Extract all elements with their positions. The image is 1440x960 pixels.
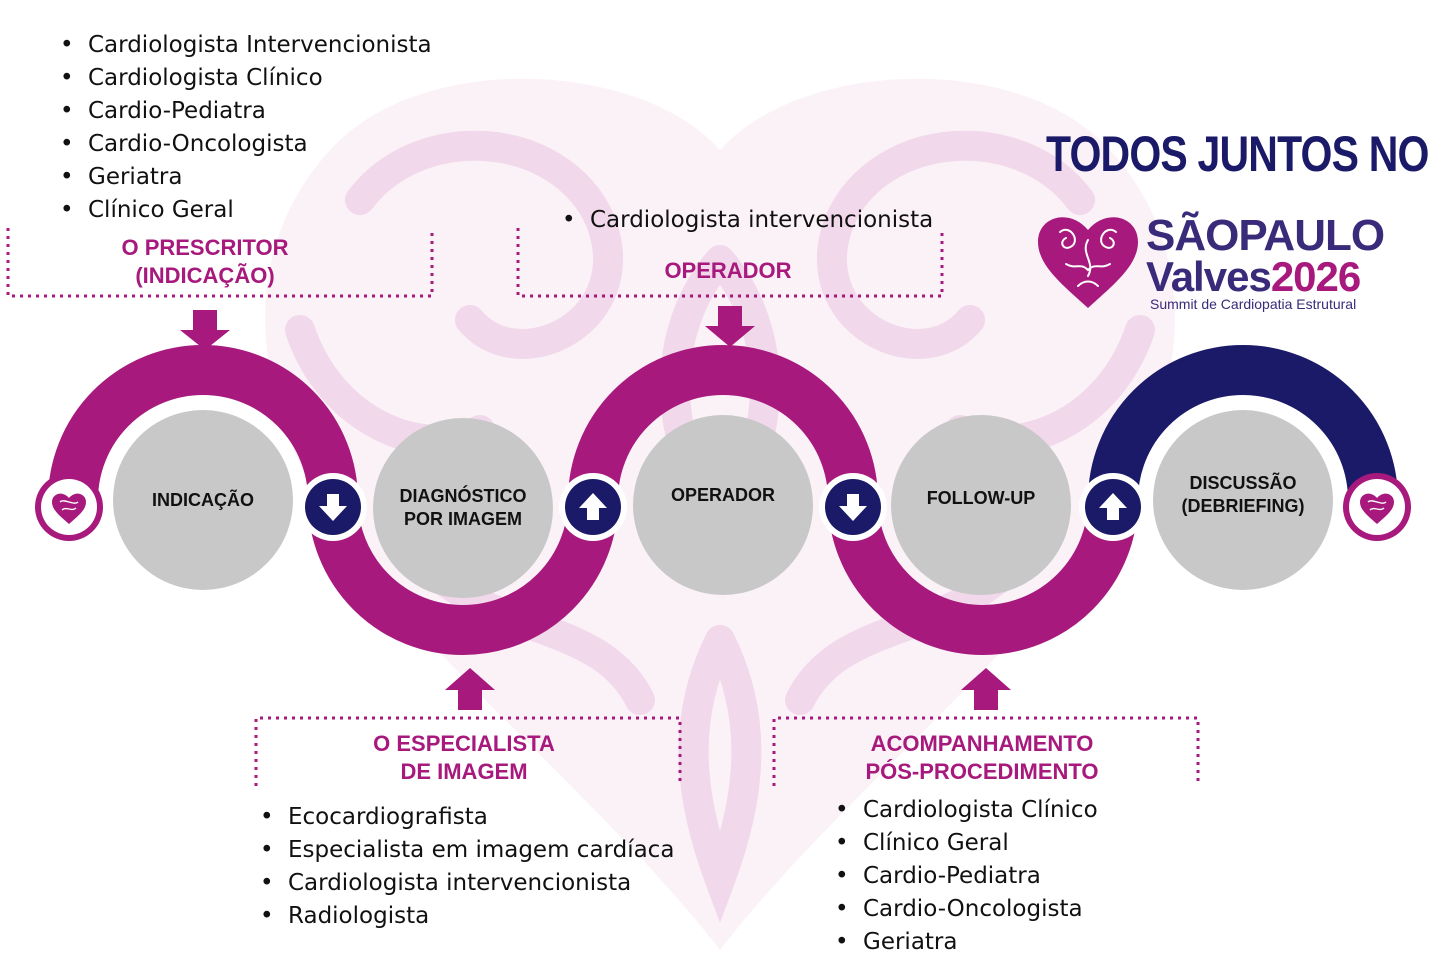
- list-item: Cardio-Pediatra: [58, 95, 432, 128]
- list-item: Cardiologista intervencionista: [560, 204, 933, 237]
- arrow-up-icon: [445, 668, 495, 710]
- imaging-box-outline: [254, 716, 682, 786]
- connector-nodes: [299, 473, 1147, 541]
- list-item: Cardio-Oncologista: [58, 128, 432, 161]
- connector-arrow-up-icon: [1079, 473, 1147, 541]
- step-label-operador: OPERADOR: [670, 484, 775, 505]
- start-node-heart-icon: [35, 473, 103, 541]
- flow-path: [48, 345, 1398, 655]
- step-circle-discussao: [1153, 410, 1333, 590]
- followup-list: Cardiologista Clínico Clínico Geral Card…: [833, 794, 1098, 959]
- logo-name-line: Valves2026: [1146, 253, 1361, 300]
- prescriber-box-outline: [6, 228, 434, 298]
- arc-operador: [568, 345, 878, 501]
- prescriber-list: Cardiologista Intervencionista Cardiolog…: [58, 29, 432, 227]
- arrow-down-icon: [180, 310, 230, 350]
- step-circle-indicacao: [113, 410, 293, 590]
- arrow-up-icon: [961, 668, 1011, 710]
- logo-year: 2026: [1270, 253, 1361, 300]
- end-node-heart-icon: [1343, 473, 1411, 541]
- step-label-followup: FOLLOW-UP: [926, 487, 1036, 508]
- step-label-indicacao: INDICAÇÃO: [152, 489, 254, 510]
- connector-arrow-up-icon: [559, 473, 627, 541]
- list-item: Geriatra: [833, 926, 1098, 959]
- list-item: Especialista em imagem cardíaca: [258, 834, 674, 867]
- list-item: Radiologista: [258, 900, 674, 933]
- block-arrows: [180, 306, 1011, 710]
- connector-arrow-down-icon: [299, 473, 367, 541]
- connector-arrow-down-icon: [819, 473, 887, 541]
- list-item: Clínico Geral: [833, 827, 1098, 860]
- imaging-title: O ESPECIALISTA DE IMAGEM: [373, 731, 555, 784]
- arc-diagnostico: [308, 499, 618, 655]
- logo-heart-icon: [1038, 217, 1138, 308]
- list-item: Geriatra: [58, 161, 432, 194]
- imaging-list: Ecocardiografista Especialista em imagem…: [258, 801, 674, 933]
- logo-name: Valves: [1146, 253, 1272, 300]
- followup-box-outline: [772, 716, 1200, 786]
- list-item: Cardiologista intervencionista: [258, 867, 674, 900]
- step-circle-diagnostico: [373, 418, 553, 598]
- step-label-discussao: DISCUSSÃO (DEBRIEFING): [1181, 473, 1305, 516]
- list-item: Ecocardiografista: [258, 801, 674, 834]
- box-outlines: [6, 228, 1200, 786]
- step-circles: [113, 410, 1333, 598]
- step-circle-followup: [891, 415, 1071, 595]
- list-item: Cardiologista Intervencionista: [58, 29, 432, 62]
- followup-title: ACOMPANHAMENTO PÓS-PROCEDIMENTO: [865, 731, 1099, 784]
- prescriber-title: O PRESCRITOR (INDICAÇÃO): [121, 235, 289, 288]
- arc-discussao: [1088, 345, 1398, 501]
- list-item: Cardio-Pediatra: [833, 860, 1098, 893]
- step-circle-operador: [633, 415, 813, 595]
- list-item: Cardiologista Clínico: [58, 62, 432, 95]
- list-item: Cardiologista Clínico: [833, 794, 1098, 827]
- step-label-diagnostico: DIAGNÓSTICO POR IMAGEM: [399, 486, 527, 529]
- logo-subtitle: Summit de Cardiopatia Estrutural: [1150, 296, 1357, 312]
- list-item: Clínico Geral: [58, 194, 432, 227]
- logo-city: SÃOPAULO: [1146, 211, 1385, 260]
- list-item: Cardio-Oncologista: [833, 893, 1098, 926]
- operator-list: Cardiologista intervencionista: [560, 204, 933, 237]
- arc-followup: [828, 499, 1138, 655]
- arrow-down-icon: [705, 306, 755, 347]
- operator-box-outline: [516, 228, 944, 298]
- operator-title: OPERADOR: [664, 258, 792, 283]
- brand-tagline: TODOS JUNTOS NO: [1046, 126, 1429, 182]
- arc-indicacao: [48, 345, 358, 501]
